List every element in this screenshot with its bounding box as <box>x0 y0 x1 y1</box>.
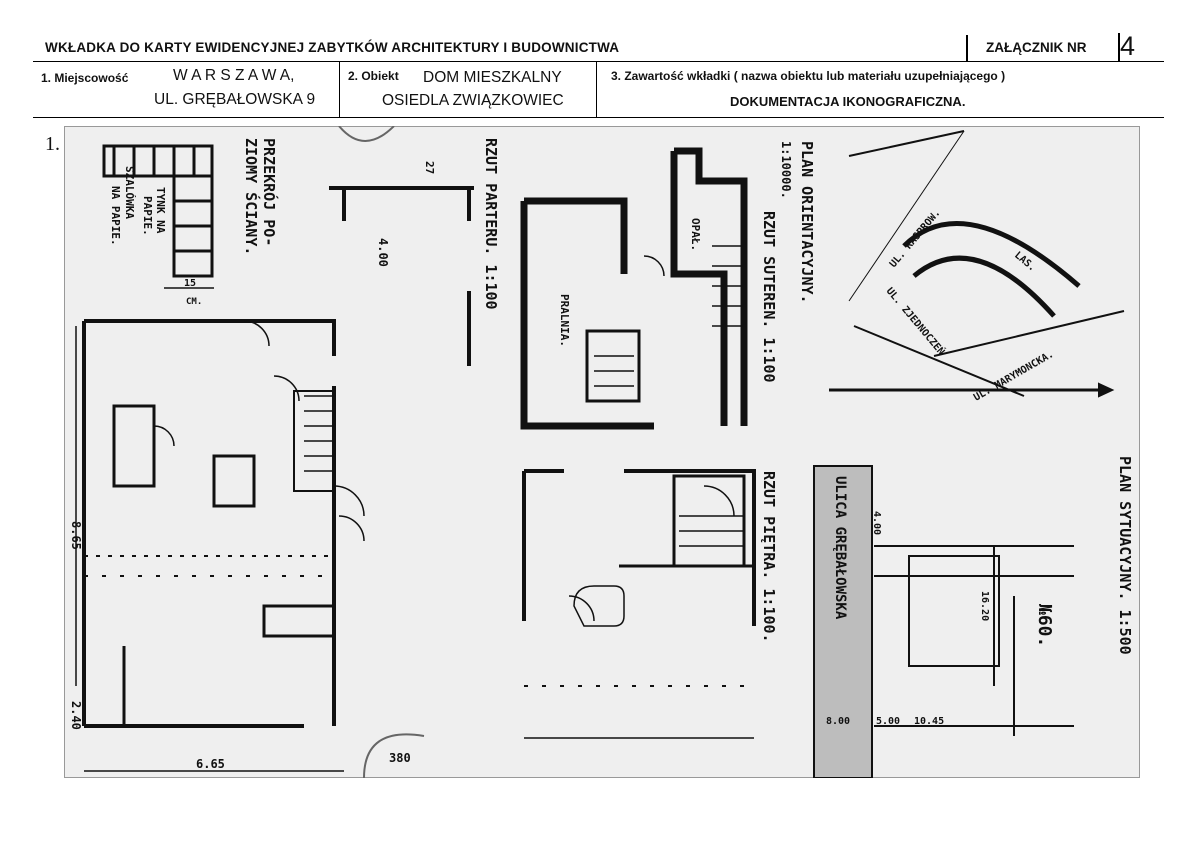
divider <box>596 61 597 118</box>
fuel-label: OPAŁ. <box>689 218 702 251</box>
ground-floor-label: RZUT PARTERU. 1:100 <box>482 138 500 310</box>
annex-number: 4 <box>1120 31 1136 61</box>
dim-5-00: 5.00 <box>876 716 900 727</box>
dim-2-40: 2.40 <box>69 701 83 730</box>
floor-plans-image: TYNK NA PAPIE. SZALÓWKA NA PAPIE. 15 CM.… <box>63 125 1141 779</box>
dim-16-20: 16.20 <box>979 591 990 621</box>
dim-27: 27 <box>423 161 436 174</box>
locality-value-line2: UL. GRĘBAŁOWSKA 9 <box>154 91 316 108</box>
object-value-line1: DOM MIESZKALNY <box>423 69 562 86</box>
cm-label: CM. <box>186 297 202 307</box>
content-value: DOKUMENTACJA IKONOGRAFICZNA. <box>730 94 966 109</box>
dim-4-00: 4.00 <box>376 238 390 267</box>
basement-label: RZUT SUTEREN. 1:100 <box>760 211 778 383</box>
house-number: №60. <box>1034 604 1055 647</box>
annex-label: ZAŁĄCZNIK NR <box>986 40 1087 55</box>
locality-value-line1: W A R S Z A W A, <box>173 67 295 84</box>
stamp-arc-bottom <box>363 733 425 779</box>
section-wall-label-2: ZIOMY ŚCIANY. <box>242 138 261 255</box>
formwork-label-2: NA PAPIE. <box>109 186 122 246</box>
content-label: 3. Zawartość wkładki ( nazwa obiektu lub… <box>611 69 1006 83</box>
figure-number: 1. <box>45 133 60 155</box>
dim-15-cm: 15 <box>184 278 196 289</box>
object-value-line2: OSIEDLA ZWIĄZKOWIEC <box>382 92 564 109</box>
form-title: WKŁADKA DO KARTY EWIDENCYJNEJ ZABYTKÓW A… <box>45 40 620 55</box>
divider <box>33 117 1164 118</box>
section-wall-label: PRZEKRÓJ PO- <box>260 138 279 246</box>
divider <box>1118 33 1120 61</box>
plaster-label-2: PAPIE. <box>141 196 154 236</box>
dim-4-00-site: 4.00 <box>871 511 882 535</box>
orientation-plan-label: PLAN ORIENTACYJNY. <box>798 141 816 304</box>
site-plan-label: PLAN SYTUACYJNY. 1:500 <box>1116 456 1134 655</box>
divider <box>339 61 340 118</box>
street-name-label: ULICA GRĘBAŁOWSKA <box>832 476 848 620</box>
stamp-arc-top <box>338 125 395 142</box>
dim-3-80: 380 <box>389 751 411 765</box>
orientation-scale: 1:10000. <box>779 141 793 199</box>
street-strip <box>813 465 873 779</box>
locality-label: 1. Miejscowość <box>41 71 129 85</box>
architectural-drawing: TYNK NA PAPIE. SZALÓWKA NA PAPIE. 15 CM.… <box>63 125 1141 779</box>
plaster-label: TYNK NA <box>154 187 167 234</box>
object-label: 2. Obiekt <box>348 69 399 83</box>
dim-8-65: 8.65 <box>69 521 83 550</box>
dim-6-65: 6.65 <box>196 757 225 771</box>
form-header: WKŁADKA DO KARTY EWIDENCYJNEJ ZABYTKÓW A… <box>33 30 1164 118</box>
laundry-label: PRALNIA. <box>558 294 571 347</box>
divider <box>966 35 968 61</box>
formwork-label: SZALÓWKA <box>123 166 136 219</box>
first-floor-label: RZUT PIĘTRA. 1:100. <box>760 471 778 643</box>
dim-8-00: 8.00 <box>826 716 850 727</box>
dim-10-45: 10.45 <box>914 716 944 727</box>
divider <box>33 61 1164 62</box>
